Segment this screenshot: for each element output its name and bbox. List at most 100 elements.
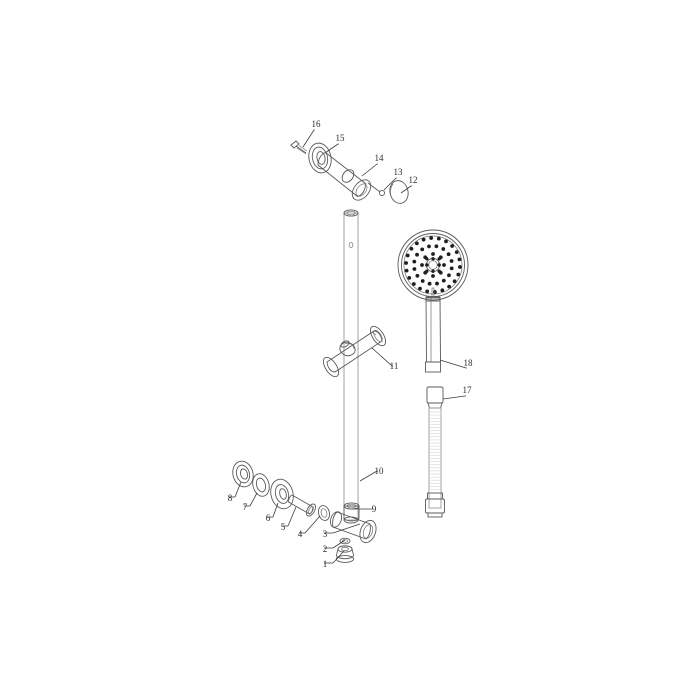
spray-nozzle-dot <box>434 244 439 249</box>
part-number-18: 18 <box>464 358 474 368</box>
spray-nozzle-dot <box>452 279 457 284</box>
part-number-16: 16 <box>312 119 322 129</box>
leader-line-4 <box>304 515 321 534</box>
leader-line-3 <box>332 523 361 534</box>
spray-nozzle-dot <box>427 244 431 249</box>
spray-nozzle-dot <box>411 282 416 286</box>
spray-nozzle-dot <box>425 269 429 273</box>
spray-nozzle-dot <box>418 286 422 291</box>
part-5-wall-plug <box>288 494 316 517</box>
part-6-flange-washer <box>270 478 294 510</box>
part-11-slider-bracket <box>322 325 387 378</box>
spray-nozzle-dot <box>437 263 441 267</box>
hose-ribbing <box>429 411 441 490</box>
part-number-12: 12 <box>409 175 418 185</box>
part-number-9: 9 <box>372 504 377 514</box>
spray-nozzle-dot <box>454 250 459 255</box>
spray-nozzle-dot <box>412 267 417 271</box>
spray-nozzle-dot <box>441 247 446 251</box>
spray-nozzle-dot <box>458 265 462 269</box>
part-12-oval-cap <box>389 180 409 204</box>
leader-line-7 <box>249 492 258 507</box>
spray-nozzle-dot <box>437 269 441 273</box>
leader-line-2 <box>332 539 346 549</box>
spray-nozzle-dot <box>425 289 430 294</box>
spray-nozzle-dot <box>429 236 434 240</box>
part-number-11: 11 <box>390 361 399 371</box>
part-13-grub-screw <box>367 182 386 197</box>
spray-nozzle-dot <box>436 236 441 241</box>
spray-nozzle-dot <box>437 257 441 261</box>
spray-nozzle-dot <box>414 241 419 246</box>
spray-nozzle-dot <box>404 261 408 265</box>
leader-line-16 <box>302 129 315 148</box>
spray-nozzle-dot <box>431 252 435 256</box>
part-number-1: 1 <box>323 559 328 569</box>
spray-nozzle-dot <box>431 274 435 278</box>
part-number-4: 4 <box>298 529 303 539</box>
part-number-2: 2 <box>323 544 328 554</box>
part-number-3: 3 <box>323 529 328 539</box>
leader-line-8 <box>234 481 242 498</box>
part-2-small-o-ring <box>339 537 351 545</box>
part-9-rail-collar <box>343 502 360 522</box>
spray-nozzle-dot <box>449 259 454 263</box>
spray-nozzle-dot <box>412 259 417 264</box>
spray-nozzle-dot <box>420 263 424 267</box>
leader-line-13 <box>383 177 397 191</box>
part-number-8: 8 <box>228 493 233 503</box>
leader-lines <box>229 129 467 564</box>
part-18-handset <box>397 229 469 373</box>
part-number-6: 6 <box>266 513 271 523</box>
spray-nozzle-dot <box>442 263 446 267</box>
spray-nozzle-dot <box>407 275 412 280</box>
leader-line-15 <box>324 143 339 154</box>
leader-line-11 <box>371 347 393 367</box>
part-number-7: 7 <box>243 502 248 512</box>
spray-nozzle-dot <box>425 263 429 267</box>
spray-nozzle-dot <box>447 273 451 278</box>
part-7-seal-ring <box>252 473 270 497</box>
leader-line-18 <box>439 359 467 369</box>
spray-nozzle-dot <box>432 290 437 294</box>
part-number-17: 17 <box>463 385 473 395</box>
part-number-15: 15 <box>336 133 346 143</box>
part-number-10: 10 <box>375 466 385 476</box>
spray-nozzle-dot <box>421 237 426 242</box>
spray-nozzle-dot <box>456 272 461 277</box>
part-4-o-ring <box>317 505 331 521</box>
part-17-flexible-hose <box>425 386 445 518</box>
spray-nozzle-dot <box>441 278 446 283</box>
leader-line-1 <box>332 550 345 564</box>
part-number-14: 14 <box>375 153 385 163</box>
spray-nozzle-dot <box>420 247 425 252</box>
part-number-5: 5 <box>281 522 286 532</box>
part-number-13: 13 <box>394 167 404 177</box>
spray-nozzle-dot <box>425 257 429 261</box>
leader-line-6 <box>272 502 279 518</box>
spray-nozzle-dot <box>447 284 452 289</box>
leader-line-5 <box>287 506 297 527</box>
spray-nozzle-dot <box>446 252 451 257</box>
spray-nozzle-dot <box>427 281 432 286</box>
spray-nozzle-pattern <box>404 236 462 294</box>
spray-nozzle-dot <box>409 246 414 251</box>
leader-line-10 <box>359 470 378 482</box>
spray-nozzle-dot <box>444 239 448 244</box>
leader-line-17 <box>442 395 466 400</box>
leader-line-14 <box>361 163 378 177</box>
spray-nozzle-dot <box>404 268 409 273</box>
spray-nozzle-dot <box>405 253 410 258</box>
spray-nozzle-dot <box>431 257 435 261</box>
spray-nozzle-dot <box>457 257 462 262</box>
part-3-elbow-body <box>329 511 377 544</box>
leader-line-12 <box>400 185 412 194</box>
spray-nozzle-dot <box>450 244 455 248</box>
part-8-cover-cap <box>232 460 254 488</box>
part-14-upper-bracket-body <box>317 152 372 201</box>
part-16-fixing-screw <box>290 140 308 155</box>
